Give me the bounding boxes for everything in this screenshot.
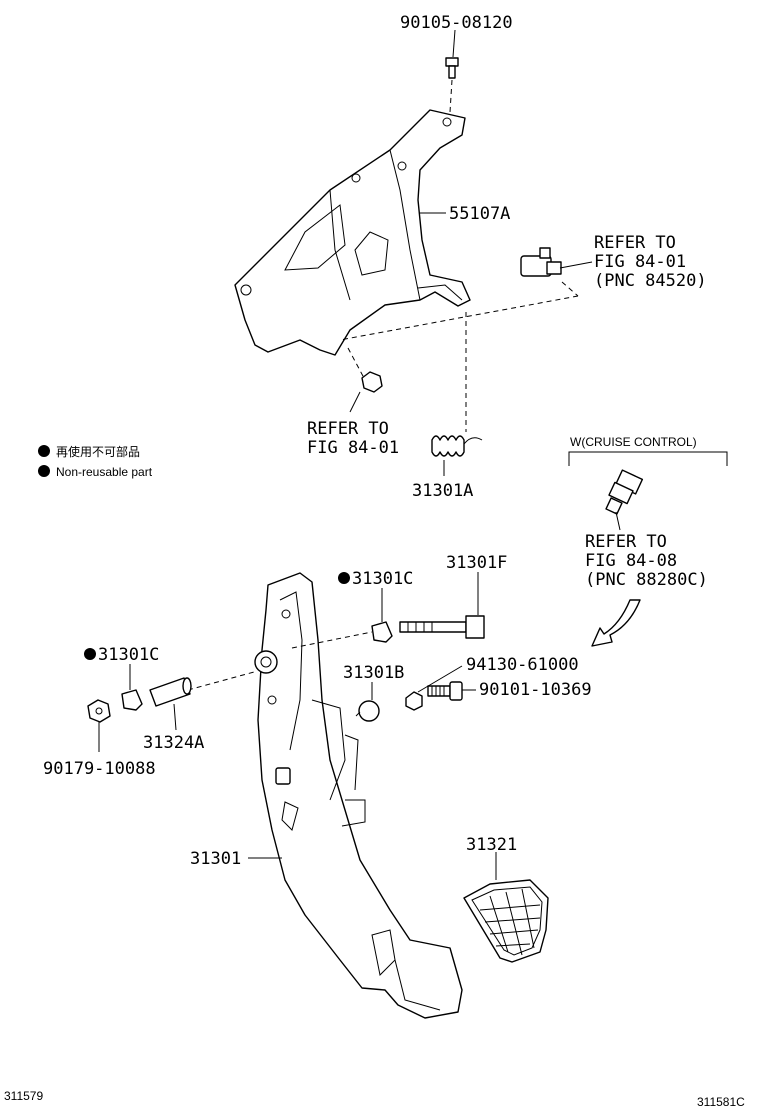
nut-94130-61000[interactable] [405,691,423,711]
refer-cruise-line2[interactable]: FIG 84-08 [585,551,677,571]
dash-leader-bolt [449,79,453,113]
label-31301a[interactable]: 31301A [412,481,473,501]
collar-31324a[interactable] [149,677,192,707]
cruise-control-note: W(CRUISE CONTROL) [570,435,697,449]
refer-mid-line2[interactable]: FIG 84-01 [307,438,399,458]
label-31301f[interactable]: 31301F [446,553,507,573]
leader-31324a [173,703,177,731]
dash-refer-top [339,295,579,341]
legend: 再使用不可部品 Non-reusable part [38,444,153,479]
label-55107a[interactable]: 55107A [449,204,510,224]
refer-top-line2[interactable]: FIG 84-01 [594,252,686,272]
refer-mid-line1: REFER TO [307,419,389,439]
label-90101-10369[interactable]: 90101-10369 [479,680,592,700]
refer-top-line1: REFER TO [594,233,676,253]
bolt-90101-10369[interactable] [427,681,463,701]
bushing-31301c-top[interactable] [371,621,393,643]
nut-90179-10088[interactable] [87,699,111,723]
leader-refer-cruise [615,511,621,531]
non-reusable-dot-icon [338,572,350,584]
bolt-90105-08120[interactable] [445,57,459,79]
leader-refer-mid [349,391,361,413]
refer-cruise-line3: (PNC 88280C) [585,570,708,590]
pedal-bracket-55107a[interactable] [234,109,471,356]
dash-nut [347,347,365,379]
dash-pivot-right [291,631,373,649]
brake-pedal-31301[interactable] [254,572,463,1019]
non-reusable-dot-icon [38,465,50,477]
non-reusable-dot-icon [38,445,50,457]
footer-code-left: 311579 [4,1089,43,1103]
stop-lamp-switch-icon[interactable] [520,247,562,277]
label-31301c-top[interactable]: 31301C [352,569,413,589]
legend-japanese: 再使用不可部品 [56,444,140,459]
refer-top-line3: (PNC 84520) [594,271,707,291]
label-31301[interactable]: 31301 [190,849,241,869]
label-94130-61000[interactable]: 94130-61000 [466,655,579,675]
label-90105-08120[interactable]: 90105-08120 [400,13,513,33]
label-90179-10088[interactable]: 90179-10088 [43,759,156,779]
cruise-bracket-line [568,451,728,466]
leader-94130 [417,665,463,693]
cushion-31301b[interactable] [355,700,380,722]
arrow-icon [591,599,641,647]
footer-code-right: 311581C [697,1095,745,1109]
spring-31301a[interactable] [431,435,483,457]
label-31324a[interactable]: 31324A [143,733,204,753]
refer-cruise-line1: REFER TO [585,532,667,552]
nut-refer-icon[interactable] [361,371,383,393]
label-31301b[interactable]: 31301B [343,663,404,683]
non-reusable-dot-icon [84,648,96,660]
leader-90105 [452,29,456,58]
leader-refer-top [559,261,593,269]
label-31321[interactable]: 31321 [466,835,517,855]
cruise-switch-icon[interactable] [605,469,644,515]
legend-english: Non-reusable part [56,465,153,479]
bushing-31301c-left[interactable] [121,689,143,711]
pedal-pad-31321[interactable] [463,879,549,963]
label-31301c-left[interactable]: 31301C [98,645,159,665]
bolt-31301f[interactable] [399,615,485,639]
dash-switch-drop [561,281,579,297]
dash-pivot-left [187,671,255,691]
